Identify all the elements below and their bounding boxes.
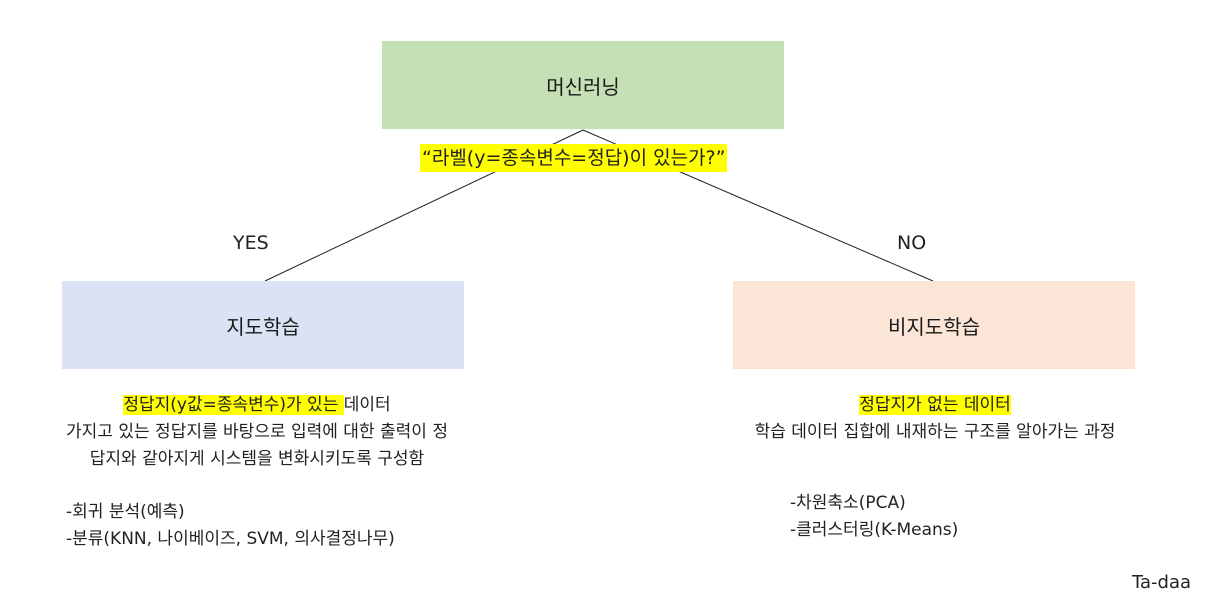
supervised-node-label: 지도학습 [226, 314, 300, 339]
question-label: “라벨(y=종속변수=정답)이 있는가?” [420, 144, 728, 172]
root-node-machine-learning: 머신러닝 [382, 41, 784, 129]
branch-no-label: NO [897, 232, 927, 254]
unsupervised-desc-line2: 학습 데이터 집합에 내재하는 구조를 알아가는 과정 [754, 422, 1116, 442]
unsupervised-description: 정답지가 없는 데이터 학습 데이터 집합에 내재하는 구조를 알아가는 과정 [690, 392, 1180, 446]
root-node-label: 머신러닝 [546, 74, 620, 99]
unsupervised-examples-list: -차원축소(PCA) -클러스터링(K-Means) [790, 490, 958, 544]
supervised-highlight-rest: 데이터 [343, 395, 391, 415]
node-unsupervised-learning: 비지도학습 [733, 281, 1135, 369]
supervised-description: 정답지(y값=종속변수)가 있는 데이터 가지고 있는 정답지를 바탕으로 입력… [12, 392, 502, 473]
list-item: -분류(KNN, 나이베이즈, SVM, 의사결정나무) [66, 529, 395, 549]
list-item: -회귀 분석(예측) [66, 502, 185, 522]
supervised-desc-line2: 가지고 있는 정답지를 바탕으로 입력에 대한 출력이 정 [66, 422, 448, 442]
footer-signature: Ta-daa [1132, 572, 1192, 593]
supervised-desc-line3: 답지와 같아지게 시스템을 변화시키도록 구성함 [89, 449, 425, 469]
supervised-highlight: 정답지(y값=종속변수)가 있는 [123, 395, 344, 415]
list-item: -클러스터링(K-Means) [790, 520, 959, 540]
node-supervised-learning: 지도학습 [62, 281, 464, 369]
list-item: -차원축소(PCA) [790, 493, 906, 513]
unsupervised-node-label: 비지도학습 [888, 314, 980, 339]
supervised-examples-list: -회귀 분석(예측) -분류(KNN, 나이베이즈, SVM, 의사결정나무) [66, 499, 395, 553]
unsupervised-highlight: 정답지가 없는 데이터 [859, 395, 1011, 415]
branch-yes-label: YES [233, 232, 269, 254]
